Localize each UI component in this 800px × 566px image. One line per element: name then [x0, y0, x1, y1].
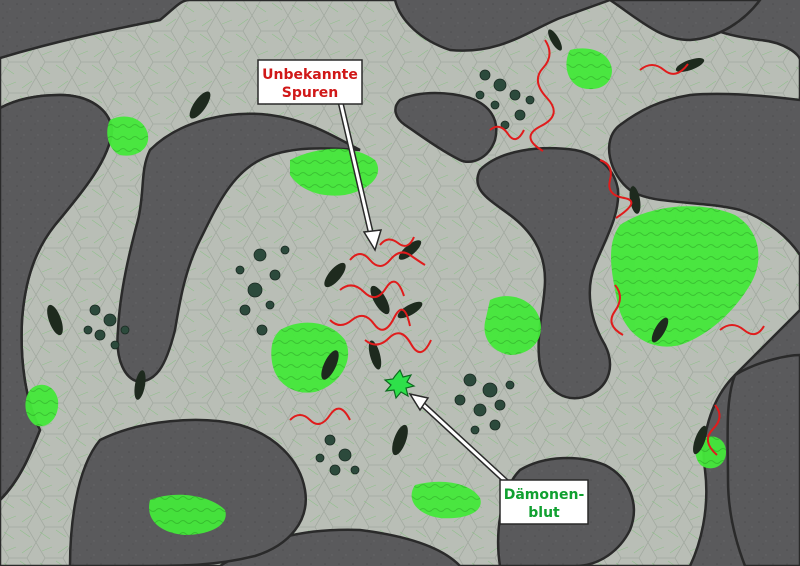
callout-demon-blood: Dämonen- blut	[499, 479, 589, 525]
unknown-tracks-lines	[289, 39, 765, 456]
callout-demon-blood-line1: Dämonen-	[504, 487, 585, 503]
pit-clusters	[83, 69, 535, 476]
callout-unknown-tracks-line1: Unbekannte	[262, 67, 358, 83]
creature-silhouettes	[47, 29, 707, 456]
callout-demon-blood-line2: blut	[528, 505, 560, 521]
callout-arrows	[337, 99, 513, 488]
blood-splat-icon	[383, 368, 416, 400]
callout-unknown-tracks-line2: Spuren	[282, 85, 338, 101]
callout-unknown-tracks: Unbekannte Spuren	[257, 59, 363, 105]
